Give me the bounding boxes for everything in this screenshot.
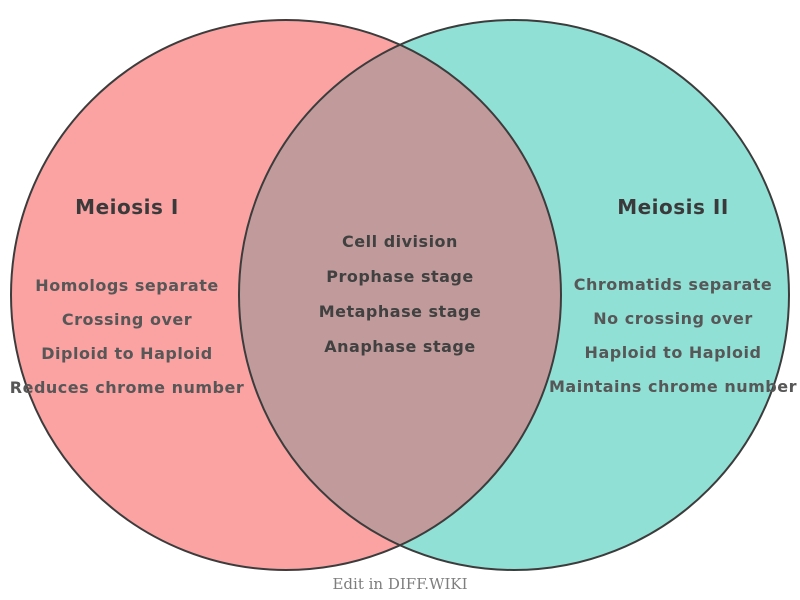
right-circle-outline bbox=[238, 19, 790, 571]
footer: Edit in DIFF.WIKI bbox=[0, 574, 800, 593]
left-circle-outline bbox=[10, 19, 562, 571]
overlap-region-fill bbox=[239, 20, 561, 570]
edit-link[interactable]: Edit in DIFF.WIKI bbox=[332, 575, 468, 593]
